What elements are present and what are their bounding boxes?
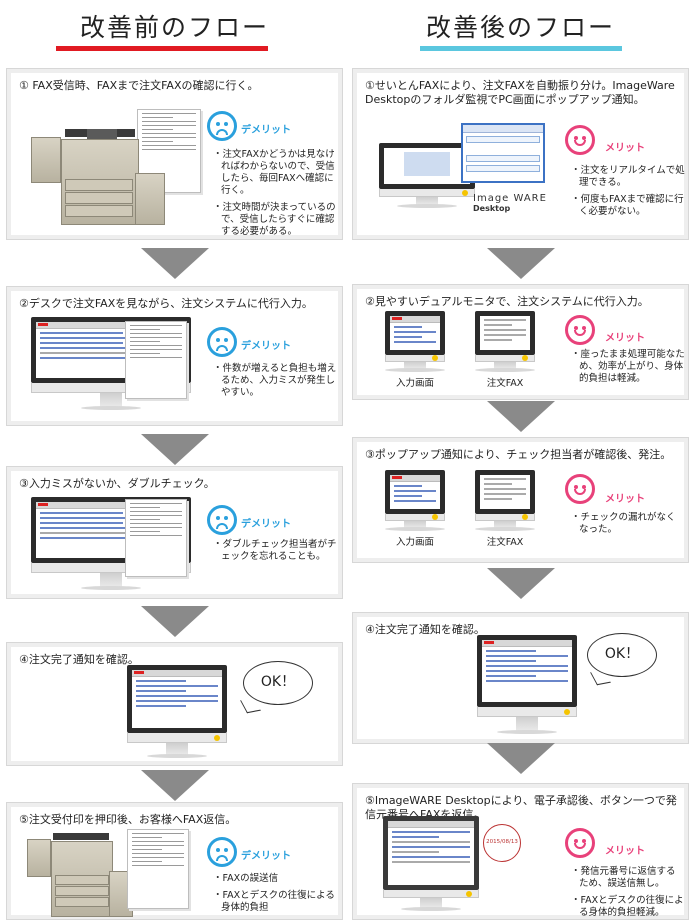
bullet: 件数が増えると負担も増えるため、入力ミスが発生しやすい。 — [213, 363, 337, 399]
after-step-2-text: ②見やすいデュアルモニタで、注文システムに代行入力。 — [365, 295, 649, 308]
merit-label: メリット — [605, 333, 645, 344]
down-arrow-icon — [487, 401, 555, 432]
merit-label: メリット — [605, 494, 645, 505]
after-step-4: ④注文完了通知を確認。 OK！ — [352, 612, 689, 744]
copier-image — [31, 129, 171, 239]
after-step-3-bullets: チェックの漏れがなくなった。 — [571, 512, 685, 541]
after-column: 改善後のフロー ①せいとんFAXにより、注文FAXを自動振り分け。ImageWa… — [352, 0, 689, 923]
demerit-label: デメリット — [241, 519, 291, 530]
before-step-3-bullets: ダブルチェック担当者がチェックを忘れることも。 — [213, 539, 337, 568]
before-step-2-bullets: 件数が増えると負担も増えるため、入力ミスが発生しやすい。 — [213, 363, 337, 404]
before-step-5: ⑤注文受付印を押印後、お客様へFAX返信。 デメリット FAXの誤送信 FAXと… — [6, 802, 343, 920]
monitor-image — [383, 816, 479, 916]
before-step-2-text: ②デスクで注文FAXを見ながら、注文システムに代行入力。 — [19, 297, 313, 310]
down-arrow-icon — [487, 743, 555, 774]
down-arrow-icon — [141, 434, 209, 465]
after-step-2-bullets: 座ったまま処理可能なため、効率が上がり、身体的負担は軽減。 — [571, 349, 685, 390]
bullet: 何度もFAXまで確認に行く必要がない。 — [571, 194, 685, 218]
before-step-5-text: ⑤注文受付印を押印後、お客様へFAX返信。 — [19, 813, 237, 826]
demerit-label: デメリット — [241, 851, 291, 862]
after-step-5-bullets: 発信元番号に返信するため、誤送信無し。 FAXとデスクの往復による身体的負担軽減… — [571, 866, 685, 924]
bullet: 注文FAXかどうかは見なければわからないので、受信したら、毎回FAXへ確認に行く… — [213, 149, 337, 197]
order-fax-caption: 注文FAX — [486, 537, 524, 548]
after-step-3: ③ポップアップ通知により、チェック担当者が確認後、発注。 入力画面 注文FAX … — [352, 437, 689, 563]
approval-stamp: 2015/08/13 — [483, 824, 521, 862]
before-step-1: ① FAX受信時、FAXまで注文FAXの確認に行く。 デメリット 注文FAXかど… — [6, 68, 343, 240]
bullet: FAXとデスクの往復による身体的負担 — [213, 890, 337, 914]
bullet: ダブルチェック担当者がチェックを忘れることも。 — [213, 539, 337, 563]
before-step-4-text: ④注文完了通知を確認。 — [19, 653, 139, 666]
input-screen-caption: 入力画面 — [395, 537, 434, 548]
down-arrow-icon — [141, 770, 209, 801]
popup-notification — [461, 123, 545, 183]
sad-face-icon — [207, 327, 237, 357]
demerit-label: デメリット — [241, 125, 291, 136]
before-title-underline — [56, 46, 268, 51]
merit-label: メリット — [605, 846, 645, 857]
fax-sheet — [125, 499, 187, 577]
monitor-image — [385, 470, 445, 532]
order-fax-caption: 注文FAX — [486, 378, 524, 389]
before-step-2: ②デスクで注文FAXを見ながら、注文システムに代行入力。 デメリット 件数が増え… — [6, 286, 343, 426]
down-arrow-icon — [141, 248, 209, 279]
monitor-image — [477, 635, 577, 739]
after-step-5: ⑤ImageWARE Desktopにより、電子承認後、ボタン一つで発信元番号へ… — [352, 783, 689, 920]
monitor-image — [379, 143, 475, 209]
after-step-2: ②見やすいデュアルモニタで、注文システムに代行入力。 入力画面 注文FAX メリ… — [352, 284, 689, 400]
monitor-image — [475, 311, 535, 373]
fax-sheet — [125, 321, 187, 399]
down-arrow-icon — [487, 568, 555, 599]
imageware-desktop-logo: Image WARE Desktop — [473, 193, 547, 213]
down-arrow-icon — [487, 248, 555, 279]
smile-face-icon — [565, 474, 595, 504]
before-step-1-text: ① FAX受信時、FAXまで注文FAXの確認に行く。 — [19, 79, 259, 92]
bullet: FAXとデスクの往復による身体的負担軽減。 — [571, 895, 685, 919]
after-step-1: ①せいとんFAXにより、注文FAXを自動振り分け。ImageWare Deskt… — [352, 68, 689, 240]
after-title-underline — [420, 46, 622, 51]
copier-image — [27, 833, 167, 923]
ok-speech-bubble: OK！ — [587, 633, 657, 677]
after-step-1-bullets: 注文をリアルタイムで処理できる。 何度もFAXまで確認に行く必要がない。 — [571, 165, 685, 223]
monitor-image — [127, 665, 227, 763]
after-step-3-text: ③ポップアップ通知により、チェック担当者が確認後、発注。 — [365, 448, 672, 461]
bullet: FAXの誤送信 — [213, 873, 337, 885]
bullet: 発信元番号に返信するため、誤送信無し。 — [571, 866, 685, 890]
after-step-1-text: ①せいとんFAXにより、注文FAXを自動振り分け。ImageWare Deskt… — [365, 79, 675, 106]
down-arrow-icon — [141, 606, 209, 637]
demerit-label: デメリット — [241, 341, 291, 352]
ok-speech-bubble: OK！ — [243, 661, 313, 705]
bullet: チェックの漏れがなくなった。 — [571, 512, 685, 536]
before-step-4: ④注文完了通知を確認。 OK！ — [6, 642, 343, 766]
before-step-3: ③入力ミスがないか、ダブルチェック。 デメリット ダブルチェック担当者がチェック… — [6, 466, 343, 599]
smile-face-icon — [565, 125, 595, 155]
after-title: 改善後のフロー — [425, 13, 615, 42]
after-step-4-text: ④注文完了通知を確認。 — [365, 623, 485, 636]
sad-face-icon — [207, 505, 237, 535]
before-step-5-bullets: FAXの誤送信 FAXとデスクの往復による身体的負担 — [213, 873, 337, 919]
input-screen-caption: 入力画面 — [395, 378, 434, 389]
fax-sheet — [127, 829, 189, 909]
bullet: 注文時間が決まっているので、受信したらすぐに確認する必要がある。 — [213, 202, 337, 238]
before-title: 改善前のフロー — [79, 13, 269, 42]
sad-face-icon — [207, 111, 237, 141]
before-step-1-bullets: 注文FAXかどうかは見なければわからないので、受信したら、毎回FAXへ確認に行く… — [213, 149, 337, 243]
merit-label: メリット — [605, 143, 645, 154]
smile-face-icon — [565, 315, 595, 345]
before-step-3-text: ③入力ミスがないか、ダブルチェック。 — [19, 477, 215, 490]
bullet: 座ったまま処理可能なため、効率が上がり、身体的負担は軽減。 — [571, 349, 685, 385]
before-column: 改善前のフロー ① FAX受信時、FAXまで注文FAXの確認に行く。 デメリット… — [6, 0, 343, 923]
smile-face-icon — [565, 828, 595, 858]
monitor-image — [475, 470, 535, 532]
bullet: 注文をリアルタイムで処理できる。 — [571, 165, 685, 189]
monitor-image — [385, 311, 445, 373]
sad-face-icon — [207, 837, 237, 867]
